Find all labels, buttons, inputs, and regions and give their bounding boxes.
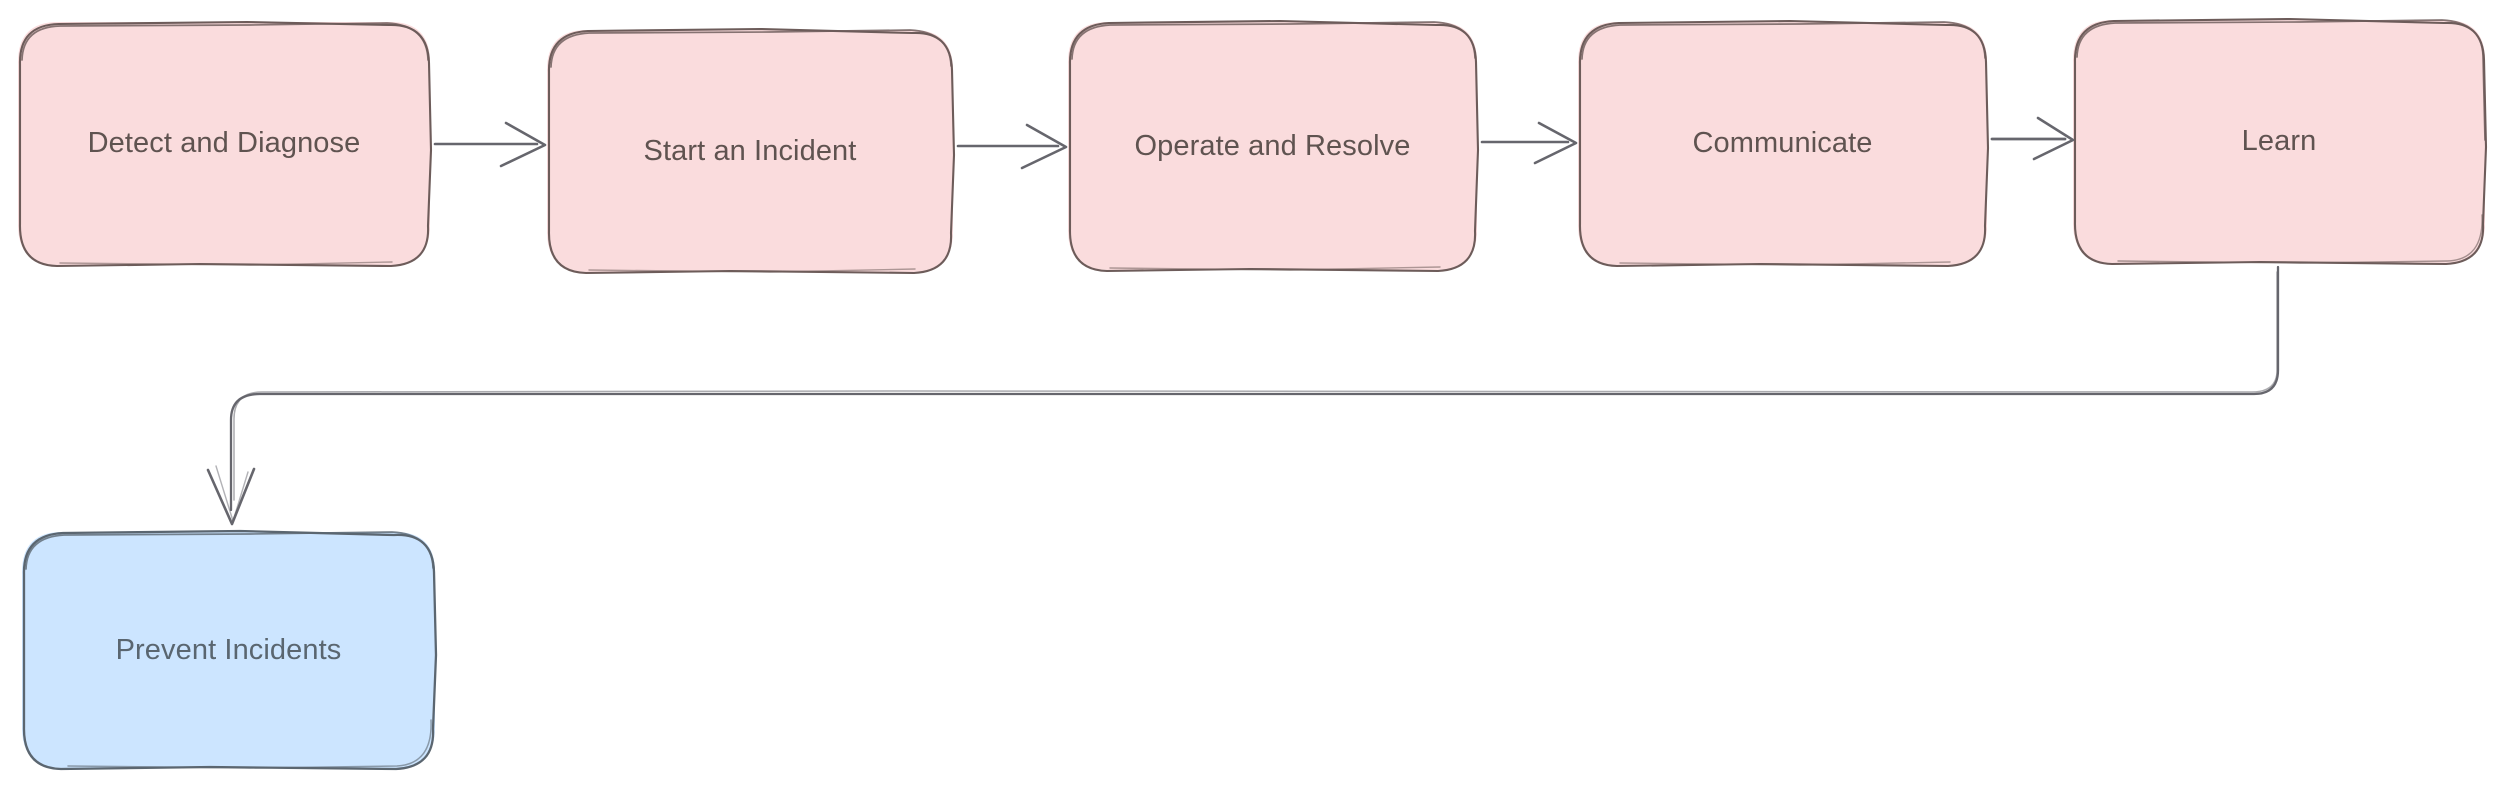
edge-operate-to-communicate-arrowhead <box>1533 121 1578 165</box>
edge-learn-to-prevent-line-shadow <box>233 271 2278 501</box>
node-detect-outline-b <box>21 22 429 61</box>
node-prevent-outline-b <box>25 531 434 570</box>
edge-operate-to-communicate[interactable] <box>1480 121 1578 165</box>
node-operate-outline-c <box>1109 266 1441 271</box>
node-communicate-outline-c <box>1619 261 1951 266</box>
edge-detect-to-start-arrowhead <box>499 121 547 168</box>
node-start-outline-a <box>547 27 956 275</box>
node-prevent-fill <box>22 532 435 768</box>
node-detect-fill <box>18 22 430 265</box>
node-communicate-outline-a <box>1578 19 1990 268</box>
node-detect-and-diagnose[interactable] <box>18 20 433 268</box>
node-learn-fill <box>2073 20 2485 263</box>
edge-learn-to-prevent-arrowhead-inner <box>215 465 249 522</box>
edge-learn-to-prevent[interactable] <box>206 265 2280 526</box>
node-operate-and-resolve[interactable] <box>1068 19 1480 273</box>
node-prevent-incidents[interactable] <box>22 529 438 771</box>
node-learn-outline-b <box>2076 19 2486 141</box>
node-start-an-incident[interactable] <box>547 27 956 275</box>
node-operate-outline-b <box>1071 21 1476 60</box>
node-detect-outline-a <box>18 20 433 268</box>
node-prevent-outline-a <box>22 529 438 771</box>
node-learn[interactable] <box>2073 17 2488 266</box>
edge-communicate-to-learn[interactable] <box>1990 116 2075 161</box>
node-communicate-fill <box>1578 22 1987 265</box>
edge-learn-to-prevent-line <box>229 265 2280 512</box>
edge-detect-to-start[interactable] <box>433 121 547 168</box>
node-start-outline-b <box>550 29 952 68</box>
node-start-outline-c <box>588 268 916 273</box>
edge-learn-to-prevent-arrowhead <box>206 467 256 526</box>
edge-start-to-operate-arrowhead <box>1020 123 1068 170</box>
node-communicate[interactable] <box>1578 19 1990 268</box>
node-learn-outline-a <box>2073 17 2488 266</box>
node-detect-outline-c <box>59 261 393 266</box>
node-prevent-outline-c <box>67 719 432 769</box>
edge-communicate-to-learn-arrowhead <box>2032 116 2075 161</box>
node-operate-fill <box>1068 22 1477 270</box>
edge-start-to-operate[interactable] <box>956 123 1068 170</box>
node-learn-outline-c <box>2117 214 2483 264</box>
node-operate-outline-a <box>1068 19 1480 273</box>
node-start-fill <box>547 30 953 272</box>
node-communicate-outline-b <box>1581 21 1986 60</box>
